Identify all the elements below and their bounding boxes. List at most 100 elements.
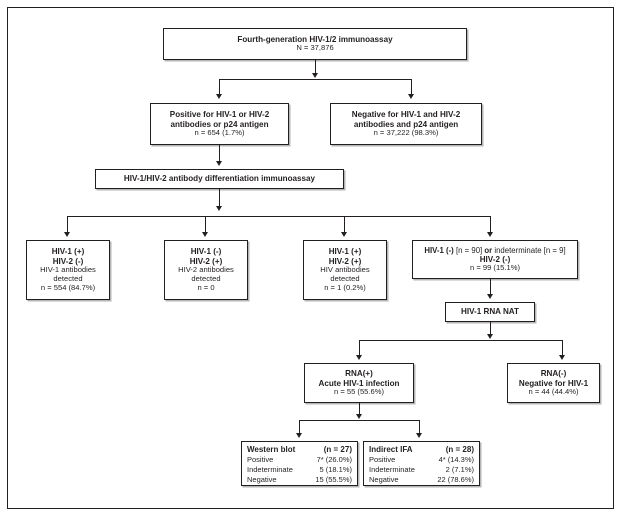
- connector-drop-indirect-ifa: [419, 420, 420, 434]
- arrow-rna-neg: [558, 355, 565, 360]
- table-row: Positive 7* (26.0%): [247, 455, 352, 465]
- hiv1pos-hiv2neg-line4: detected: [53, 274, 83, 284]
- arrow-hiv1pos-hiv2pos: [340, 232, 347, 237]
- arrow-hiv1pos-hiv2neg: [63, 232, 70, 237]
- node-fourth-generation-immunoassay[interactable]: Fourth-generation HIV-1/2 immunoassay N …: [163, 28, 467, 60]
- western-blot-row1-label: Indeterminate: [247, 464, 293, 474]
- western-blot-row0-value: 7* (26.0%): [316, 455, 352, 465]
- node-positive-line3: n = 654 (1.7%): [194, 128, 245, 138]
- arrow-western-blot: [295, 433, 302, 438]
- node-negative-line1: Negative for HIV-1 and HIV-2: [351, 109, 461, 119]
- node-negative-hiv[interactable]: Negative for HIV-1 and HIV-2 antibodies …: [330, 103, 482, 145]
- indirect-ifa-row2-label: Negative: [369, 474, 399, 484]
- indirect-ifa-header-label: Indirect IFA: [369, 445, 413, 455]
- hiv1pos-hiv2neg-line5: n = 554 (84.7%): [40, 283, 96, 293]
- hiv1neg-indeterminate-l1d: indeterminate [n = 9]: [494, 245, 566, 255]
- connector-split-bar-row2: [219, 79, 411, 80]
- node-differentiation-immunoassay[interactable]: HIV-1/HIV-2 antibody differentiation imm…: [95, 169, 344, 189]
- node-indirect-ifa[interactable]: Indirect IFA (n = 28) Positive 4* (14.3%…: [363, 441, 480, 486]
- hiv1pos-hiv2pos-line1: HIV-1 (+): [328, 247, 362, 257]
- indirect-ifa-row2-value: 22 (78.6%): [437, 474, 474, 484]
- connector-drop-rna-neg: [562, 340, 563, 356]
- node-hiv1pos-hiv2neg[interactable]: HIV-1 (+) HIV-2 (-) HIV-1 antibodies det…: [26, 240, 110, 300]
- western-blot-row1-value: 5 (18.1%): [319, 464, 352, 474]
- node-negative-line3: n = 37,222 (98.3%): [373, 128, 439, 138]
- indirect-ifa-row1-value: 2 (7.1%): [445, 464, 474, 474]
- table-row: Indeterminate 2 (7.1%): [369, 465, 474, 475]
- connector-drop-western-blot: [299, 420, 300, 434]
- hiv1neg-hiv2pos-line2: HIV-2 (+): [189, 256, 223, 266]
- connector-drop-negative: [411, 79, 412, 95]
- hiv1neg-indeterminate-line2: HIV-2 (-): [479, 254, 511, 264]
- node-positive-hiv[interactable]: Positive for HIV-1 or HIV-2 antibodies o…: [150, 103, 289, 145]
- hiv1neg-indeterminate-l1a: HIV-1 (-): [424, 245, 454, 255]
- arrow-negative: [407, 94, 414, 99]
- western-blot-row2-value: 15 (55.5%): [315, 474, 352, 484]
- connector-indeterminate-to-nat: [490, 279, 491, 295]
- node-rna-negative[interactable]: RNA(-) Negative for HIV-1 n = 44 (44.4%): [507, 363, 600, 403]
- arrow-hiv1neg-hiv2pos: [201, 232, 208, 237]
- node-hiv1neg-indeterminate[interactable]: HIV-1 (-) [n = 90] or indeterminate [n =…: [412, 240, 578, 279]
- hiv1neg-hiv2pos-line4: detected: [191, 274, 221, 284]
- connector-drop-hiv1pos-hiv2pos: [344, 216, 345, 233]
- arrow-differentiation: [215, 161, 222, 166]
- arrow-rna-nat: [486, 294, 493, 299]
- connector-drop-rna-pos: [359, 340, 360, 356]
- hiv1pos-hiv2pos-line5: n = 1 (0.2%): [324, 283, 366, 293]
- arrow-positive: [215, 94, 222, 99]
- hiv1pos-hiv2neg-line2: HIV-2 (-): [52, 256, 84, 266]
- table-row: Negative 15 (55.5%): [247, 474, 352, 484]
- node-western-blot[interactable]: Western blot (n = 27) Positive 7* (26.0%…: [241, 441, 358, 486]
- hiv1pos-hiv2neg-line1: HIV-1 (+): [51, 247, 85, 257]
- connector-drop-hiv1neg-indeterminate: [490, 216, 491, 233]
- node-immunoassay-line2: N = 37,876: [296, 43, 334, 53]
- node-positive-line2: antibodies or p24 antigen: [170, 119, 269, 129]
- arrow-rnapos-stem: [355, 414, 362, 419]
- hiv1neg-indeterminate-line3: n = 99 (15.1%): [469, 263, 521, 273]
- hiv1pos-hiv2pos-line4: detected: [330, 274, 360, 284]
- arrow-immunoassay-stem: [311, 73, 318, 78]
- connector-split-bar-row4: [67, 216, 490, 217]
- western-blot-header-n: (n = 27): [323, 445, 352, 455]
- hiv1neg-hiv2pos-line3: HIV-2 antibodies: [178, 265, 234, 275]
- rna-neg-line2: Negative for HIV-1: [518, 378, 589, 388]
- arrow-nat-stem: [486, 334, 493, 339]
- connector-split-bar-rna: [359, 340, 562, 341]
- indirect-ifa-header-row: Indirect IFA (n = 28): [369, 445, 474, 455]
- arrow-differentiation-stem: [215, 206, 222, 211]
- connector-split-bar-assays: [299, 420, 419, 421]
- indirect-ifa-table: Indirect IFA (n = 28) Positive 4* (14.3%…: [369, 445, 474, 484]
- node-rna-positive[interactable]: RNA(+) Acute HIV-1 infection n = 55 (55.…: [304, 363, 414, 403]
- rna-pos-line1: RNA(+): [345, 368, 373, 378]
- western-blot-header-row: Western blot (n = 27): [247, 445, 352, 455]
- node-hiv1neg-hiv2pos[interactable]: HIV-1 (-) HIV-2 (+) HIV-2 antibodies det…: [164, 240, 248, 300]
- hiv1pos-hiv2pos-line2: HIV-2 (+): [328, 256, 362, 266]
- rna-nat-line1: HIV-1 RNA NAT: [460, 307, 519, 317]
- connector-differentiation-stem: [219, 189, 220, 208]
- western-blot-row2-label: Negative: [247, 474, 277, 484]
- western-blot-header-label: Western blot: [247, 445, 296, 455]
- node-hiv1-rna-nat[interactable]: HIV-1 RNA NAT: [445, 302, 535, 322]
- arrow-hiv1neg-indeterminate: [486, 232, 493, 237]
- connector-drop-positive: [219, 79, 220, 95]
- node-hiv1pos-hiv2pos[interactable]: HIV-1 (+) HIV-2 (+) HIV antibodies detec…: [303, 240, 387, 300]
- indirect-ifa-row1-label: Indeterminate: [369, 464, 415, 474]
- table-row: Negative 22 (78.6%): [369, 474, 474, 484]
- western-blot-table: Western blot (n = 27) Positive 7* (26.0%…: [247, 445, 352, 484]
- hiv1neg-hiv2pos-line5: n = 0: [197, 283, 215, 293]
- connector-positive-to-differentiation: [219, 145, 220, 162]
- node-immunoassay-line1: Fourth-generation HIV-1/2 immunoassay: [237, 34, 393, 44]
- indirect-ifa-header-n: (n = 28): [445, 445, 474, 455]
- rna-neg-line1: RNA(-): [540, 368, 567, 378]
- node-positive-line1: Positive for HIV-1 or HIV-2: [169, 109, 270, 119]
- hiv1neg-indeterminate-l1c: or: [484, 245, 493, 255]
- western-blot-row0-label: Positive: [247, 455, 274, 465]
- arrow-indirect-ifa: [415, 433, 422, 438]
- hiv1neg-indeterminate-line1: HIV-1 (-) [n = 90] or indeterminate [n =…: [424, 246, 565, 255]
- node-negative-line2: antibodies and p24 antigen: [353, 119, 459, 129]
- connector-drop-hiv1pos-hiv2neg: [67, 216, 68, 233]
- rna-pos-line2: Acute HIV-1 infection: [318, 378, 400, 388]
- hiv1pos-hiv2pos-line3: HIV antibodies: [320, 265, 370, 275]
- connector-nat-stem: [490, 322, 491, 335]
